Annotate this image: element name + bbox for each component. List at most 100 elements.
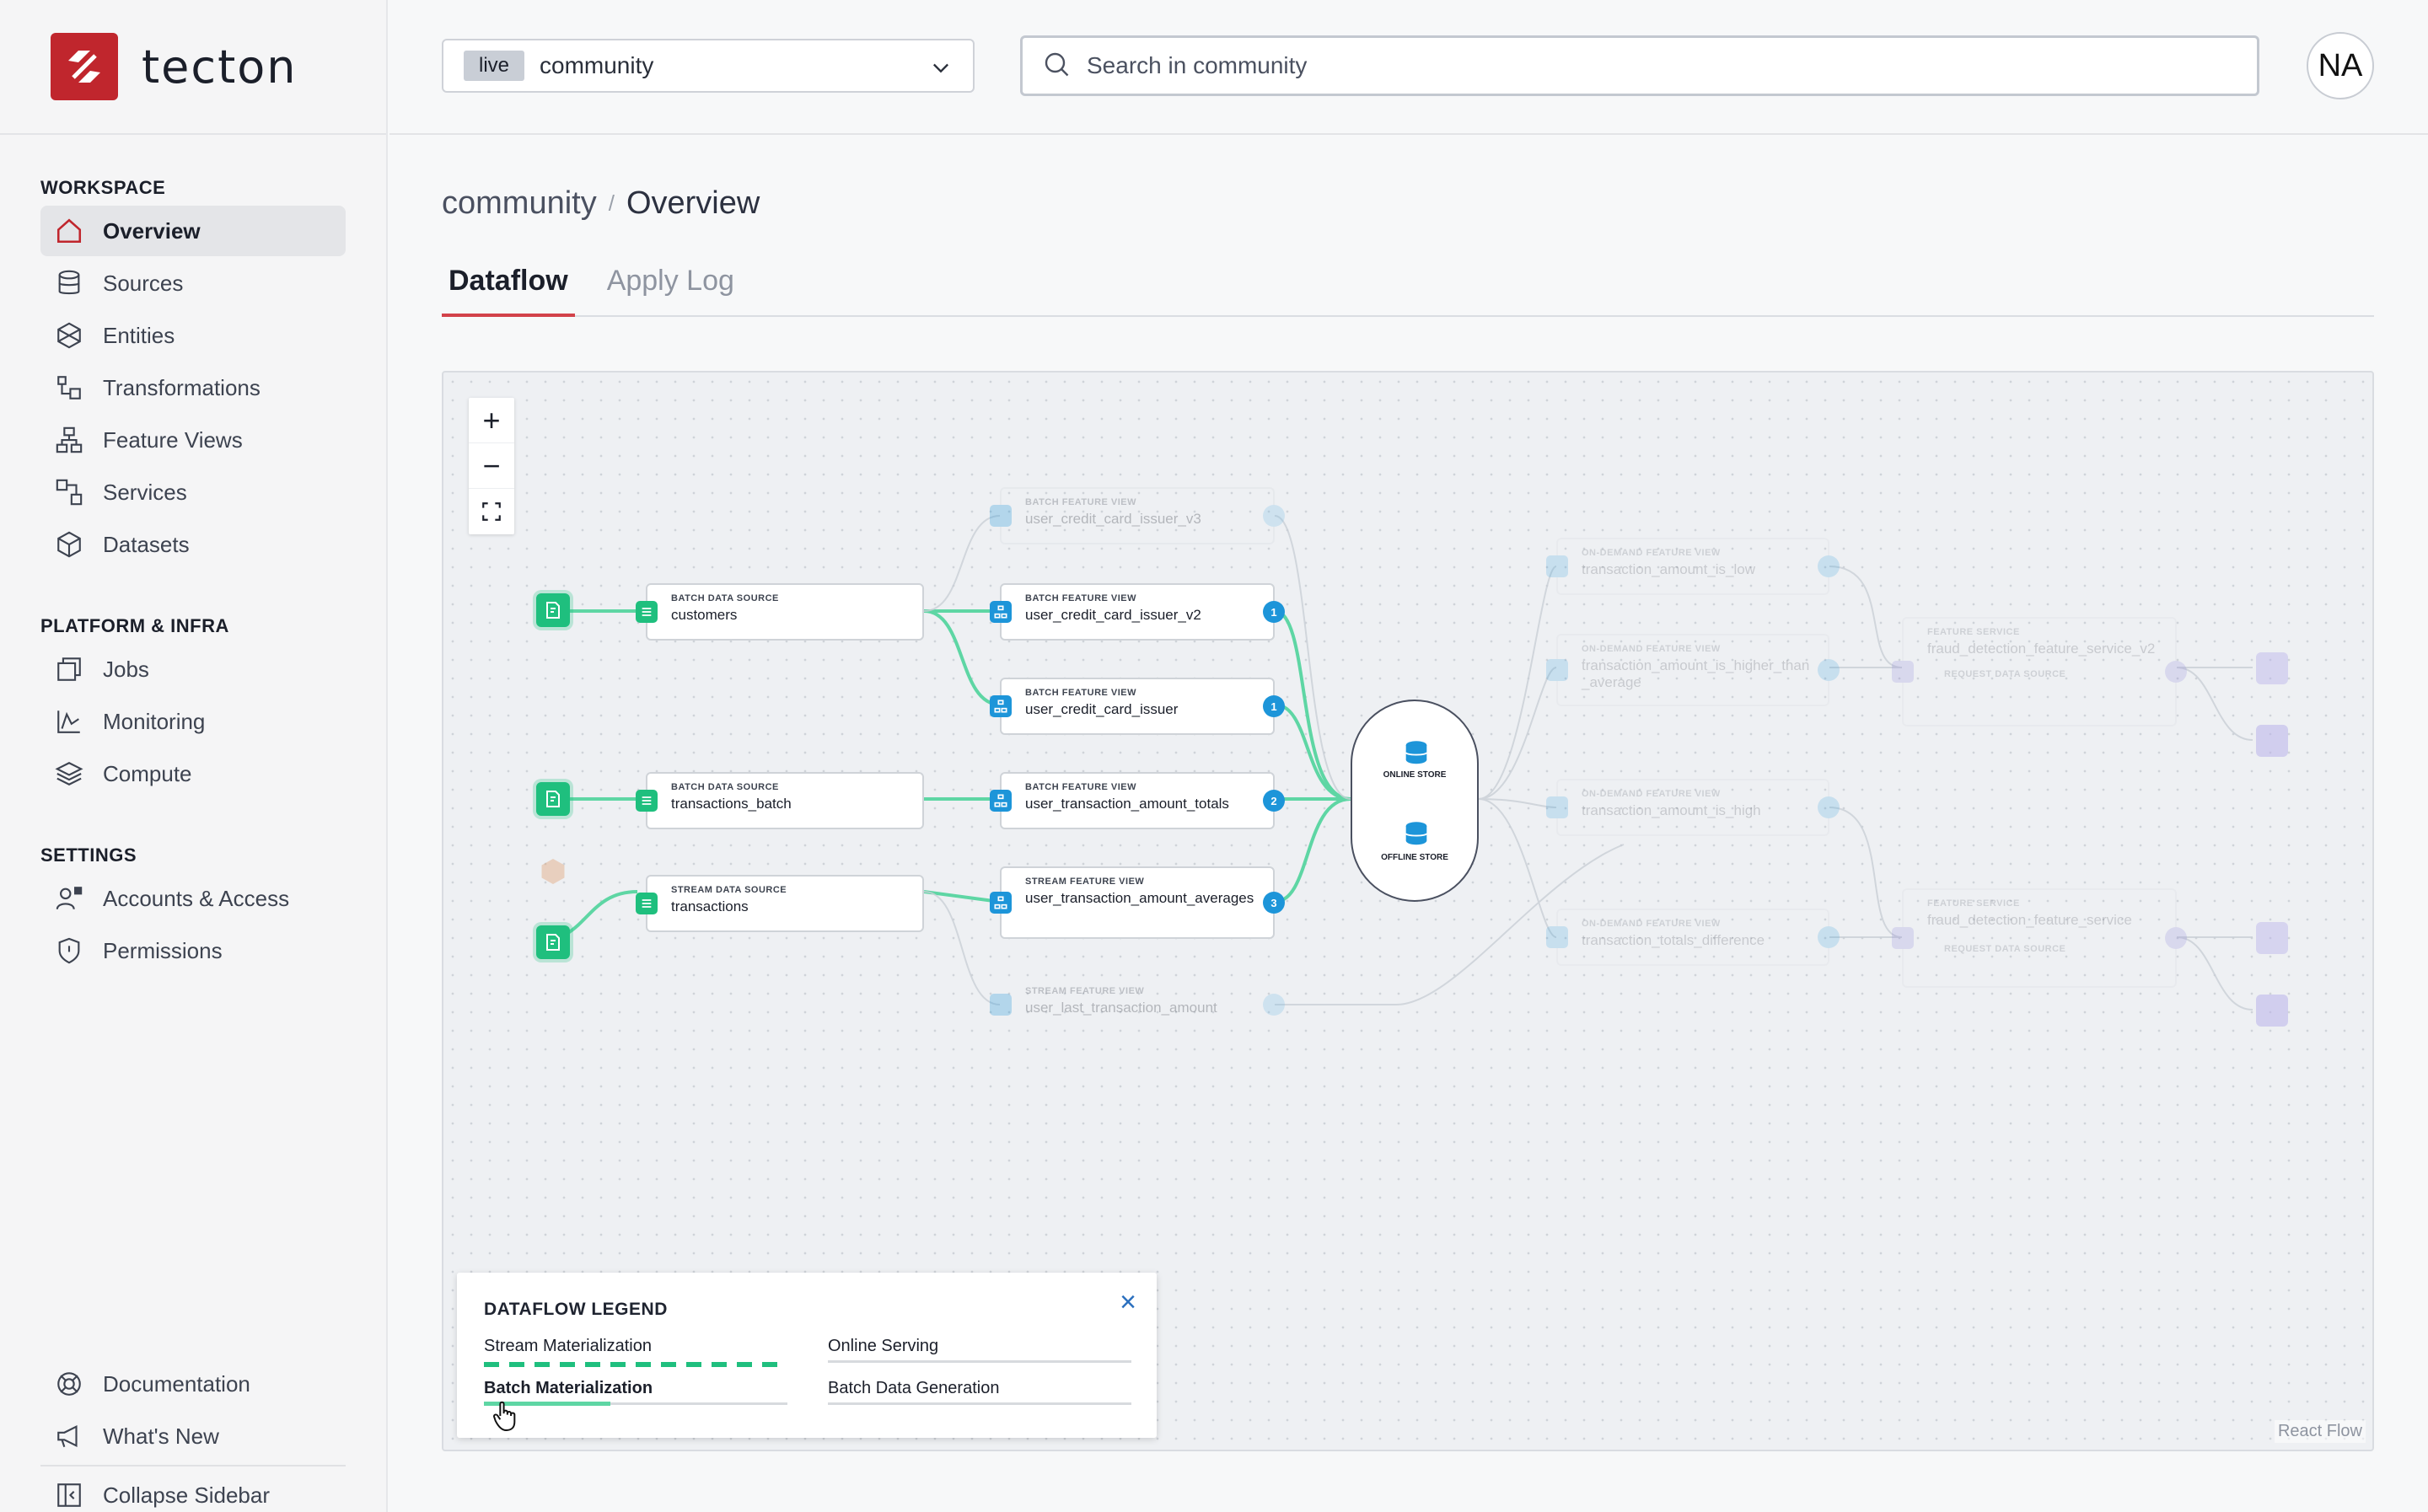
- live-badge: live: [464, 51, 525, 81]
- feature-view-icon: [990, 994, 1012, 1016]
- node-name: transaction_amount_is_low: [1582, 561, 1756, 577]
- workspace-select[interactable]: live community: [442, 39, 975, 93]
- legend-stream-line: [484, 1362, 787, 1367]
- zoom-in-button[interactable]: +: [469, 398, 514, 443]
- nav-settings: SETTINGS Accounts & Access Permissions: [0, 844, 386, 976]
- services-icon: [54, 477, 84, 507]
- flask-icon[interactable]: [2256, 922, 2288, 954]
- sidebar-item-services[interactable]: Services: [40, 467, 346, 517]
- tecton-logo-icon[interactable]: [51, 33, 118, 100]
- avatar[interactable]: NA: [2307, 32, 2374, 99]
- sidebar-item-accounts[interactable]: Accounts & Access: [40, 873, 346, 924]
- sidebar-item-permissions[interactable]: Permissions: [40, 925, 346, 976]
- node-fraud-detection-feature-service-v2[interactable]: FEATURE SERVICE fraud_detection_feature_…: [1892, 617, 2187, 727]
- sidebar-item-overview[interactable]: Overview: [40, 206, 346, 256]
- node-transaction-amount-is-low[interactable]: ON-DEMAND FEATURE VIEW transaction_amoun…: [1546, 538, 1840, 595]
- feature-view-icon: [1546, 926, 1568, 948]
- node-user-transaction-amount-totals[interactable]: BATCH FEATURE VIEW user_transaction_amou…: [990, 772, 1285, 829]
- lifebuoy-icon: [54, 1369, 84, 1399]
- collapse-sidebar-button[interactable]: Collapse Sidebar: [40, 1470, 346, 1512]
- layers-icon: [54, 759, 84, 789]
- search-icon: [1041, 49, 1072, 83]
- node-user-credit-card-issuer-v2[interactable]: BATCH FEATURE VIEW user_credit_card_issu…: [990, 583, 1285, 641]
- sidebar-item-label: What's New: [103, 1423, 219, 1449]
- node-name: fraud_detection_feature_service_v2: [1927, 641, 2156, 657]
- sidebar-item-compute[interactable]: Compute: [40, 748, 346, 799]
- sidebar-bottom: Documentation What's New Collapse Sideba…: [40, 1359, 346, 1512]
- legend-batch-label: Batch Materialization: [484, 1379, 653, 1397]
- sidebar-item-entities[interactable]: Entities: [40, 310, 346, 361]
- node-type: ON-DEMAND FEATURE VIEW: [1582, 548, 1721, 558]
- search-input[interactable]: [1087, 52, 2183, 79]
- file-node-transactions-batch[interactable]: [536, 782, 570, 816]
- node-transaction-amount-is-higher-than-average[interactable]: ON-DEMAND FEATURE VIEW transaction_amoun…: [1546, 634, 1840, 706]
- node-transaction-amount-is-high[interactable]: ON-DEMAND FEATURE VIEW transaction_amoun…: [1546, 779, 1840, 836]
- legend-online-label: Online Serving: [828, 1337, 939, 1355]
- plugin-icon[interactable]: [2256, 995, 2288, 1027]
- sidebar-item-feature-views[interactable]: Feature Views: [40, 415, 346, 465]
- file-icon: [546, 602, 560, 619]
- sidebar-item-datasets[interactable]: Datasets: [40, 519, 346, 570]
- node-type: BATCH FEATURE VIEW: [1025, 688, 1137, 698]
- sidebar-item-sources[interactable]: Sources: [40, 258, 346, 308]
- sidebar-item-label: Transformations: [103, 374, 261, 400]
- kafka-icon: [538, 856, 568, 887]
- dataflow-canvas[interactable]: + − BATCH DATA SOURCE customers BATCH DA…: [442, 371, 2374, 1451]
- plugin-icon[interactable]: [2256, 725, 2288, 757]
- online-store-label: ONLINE STORE: [1383, 770, 1447, 780]
- node-name: customers: [671, 607, 738, 623]
- feature-store[interactable]: ONLINE STORE OFFLINE STORE: [1351, 700, 1479, 902]
- node-user-credit-card-issuer-v3[interactable]: BATCH FEATURE VIEW user_credit_card_issu…: [990, 487, 1285, 544]
- zoom-out-button[interactable]: −: [469, 443, 514, 489]
- home-icon: [54, 216, 84, 246]
- breadcrumb: community / Overview: [442, 185, 760, 222]
- node-name: transaction_amount_is_high: [1582, 802, 1761, 818]
- flask-icon[interactable]: [2256, 652, 2288, 684]
- sidebar-item-monitoring[interactable]: Monitoring: [40, 696, 346, 747]
- sidebar-item-label: Overview: [103, 217, 201, 244]
- divider: [40, 1465, 346, 1466]
- node-name: transaction_totals_difference: [1582, 932, 1765, 948]
- nav-platform: PLATFORM & INFRA Jobs Monitoring Compute: [0, 615, 386, 799]
- breadcrumb-workspace[interactable]: community: [442, 185, 597, 221]
- node-transactions[interactable]: STREAM DATA SOURCE transactions: [636, 875, 924, 932]
- entities-icon: [54, 320, 84, 351]
- node-transaction-totals-difference[interactable]: ON-DEMAND FEATURE VIEW transaction_total…: [1546, 909, 1840, 966]
- node-count-badge: [1818, 659, 1840, 681]
- fit-view-button[interactable]: [469, 489, 514, 534]
- node-type: BATCH FEATURE VIEW: [1025, 497, 1137, 507]
- sidebar-item-whats-new[interactable]: What's New: [40, 1411, 346, 1461]
- workspace-name: community: [540, 52, 654, 78]
- dataflow-legend: DATAFLOW LEGEND × Stream Materialization…: [457, 1273, 1157, 1438]
- file-node-transactions[interactable]: [536, 925, 570, 959]
- sidebar-item-jobs[interactable]: Jobs: [40, 644, 346, 694]
- offline-store-icon: [1405, 822, 1428, 845]
- react-flow-attribution[interactable]: React Flow: [2274, 1420, 2366, 1443]
- feature-view-icon: [990, 790, 1012, 812]
- file-icon: [546, 791, 560, 807]
- node-user-transaction-amount-averages[interactable]: STREAM FEATURE VIEW user_transaction_amo…: [990, 866, 1285, 939]
- tab-dataflow[interactable]: Dataflow: [442, 258, 575, 317]
- node-user-credit-card-issuer[interactable]: BATCH FEATURE VIEW user_credit_card_issu…: [990, 678, 1285, 735]
- node-fraud-detection-feature-service[interactable]: FEATURE SERVICE fraud_detection_feature_…: [1892, 888, 2187, 988]
- user-lock-icon: [54, 883, 84, 914]
- transformations-icon: [54, 373, 84, 403]
- node-type: BATCH FEATURE VIEW: [1025, 593, 1137, 603]
- nav-workspace: WORKSPACE Overview Sources Entities Tran…: [0, 177, 386, 570]
- file-node-customers[interactable]: [536, 593, 570, 627]
- tab-apply-log[interactable]: Apply Log: [606, 265, 734, 297]
- node-user-last-transaction-amount[interactable]: STREAM FEATURE VIEW user_last_transactio…: [990, 976, 1285, 1033]
- node-name: transactions_batch: [671, 796, 792, 812]
- node-type: FEATURE SERVICE: [1927, 627, 2020, 637]
- search-box[interactable]: [1020, 35, 2259, 96]
- megaphone-icon: [54, 1421, 84, 1451]
- sidebar-item-documentation[interactable]: Documentation: [40, 1359, 346, 1409]
- legend-online-line: [828, 1360, 1131, 1363]
- feature-view-icon: [1546, 555, 1568, 577]
- node-count-badge: 2: [1263, 790, 1285, 812]
- sidebar-item-transformations[interactable]: Transformations: [40, 362, 346, 413]
- node-customers[interactable]: BATCH DATA SOURCE customers: [636, 583, 924, 641]
- close-icon[interactable]: ×: [1120, 1286, 1136, 1318]
- node-transactions-batch[interactable]: BATCH DATA SOURCE transactions_batch: [636, 772, 924, 829]
- node-type: ON-DEMAND FEATURE VIEW: [1582, 644, 1721, 654]
